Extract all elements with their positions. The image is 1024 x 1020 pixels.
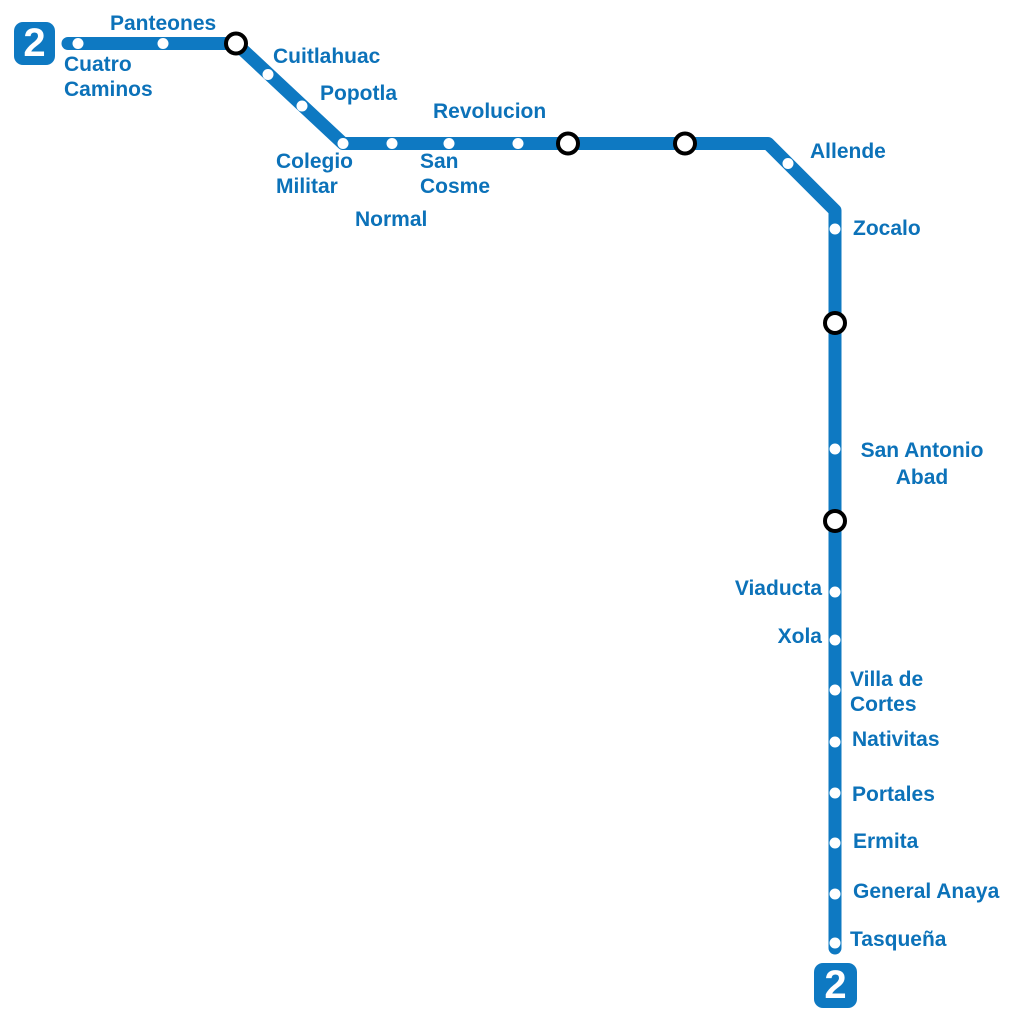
station-dot-allende [782,158,794,169]
station-label-zocalo: Zocalo [853,217,921,240]
station-label-portales: Portales [852,783,935,806]
station-dot-san-antonio-abad [829,443,841,455]
station-label-cuitlahuac: Cuitlahuac [273,45,381,68]
station-dot-portales [829,787,841,799]
station-label-san-cosme: San Cosme [420,150,491,198]
station-dot-nativitas [829,736,841,748]
line-2-start-badge: 2 [14,21,55,65]
station-label-viaducta: Viaducta [734,577,822,600]
station-label-colegio-militar: Colegio Militar [276,150,353,198]
transfer-dot-5 [823,509,847,533]
station-dot-viaducta [829,586,841,598]
station-dot-tasquena [829,937,841,949]
transfer-dot-4 [823,311,847,335]
station-label-xola: Xola [777,625,822,648]
station-label-tasquena: Tasqueña [850,928,947,951]
station-label-revolucion: Revolucion [433,100,547,123]
line-2-end-badge: 2 [814,963,857,1008]
transfer-dot-3 [673,131,697,156]
station-dot-panteones [157,38,169,49]
station-label-general-anaya: General Anaya [853,880,1000,903]
station-dot-xola [829,634,841,646]
station-dot-zocalo [829,223,841,235]
station-label-san-antonio-abad: San Antonio Abad [860,439,984,489]
station-label-normal: Normal [355,208,428,231]
station-label-cuatro-caminos: Cuatro Caminos [64,53,153,101]
station-dot-san-cosme [443,138,455,149]
station-label-villa-de-cortes: Villa de Cortes [850,668,924,716]
station-label-popotla: Popotla [320,82,397,105]
station-dot-normal [386,138,398,149]
station-dot-popotla [296,100,308,112]
station-dot-cuitlahuac [262,69,274,80]
station-label-panteones: Panteones [110,12,217,35]
station-dot-general-anaya [829,888,841,900]
station-dot-villa-de-cortes [829,684,841,696]
station-label-ermita: Ermita [853,830,919,853]
line-2-start-badge-number: 2 [23,21,46,65]
station-label-nativitas: Nativitas [852,728,940,751]
station-dot-ermita [829,837,841,849]
transfer-dot-1 [224,31,248,56]
station-dot-revolucion [512,138,524,149]
station-label-allende: Allende [810,140,886,163]
station-dot-cuatro-caminos [72,38,84,49]
line-2-end-badge-number: 2 [824,963,847,1007]
transfer-dot-2 [556,131,580,156]
station-dot-colegio-militar [337,138,349,149]
